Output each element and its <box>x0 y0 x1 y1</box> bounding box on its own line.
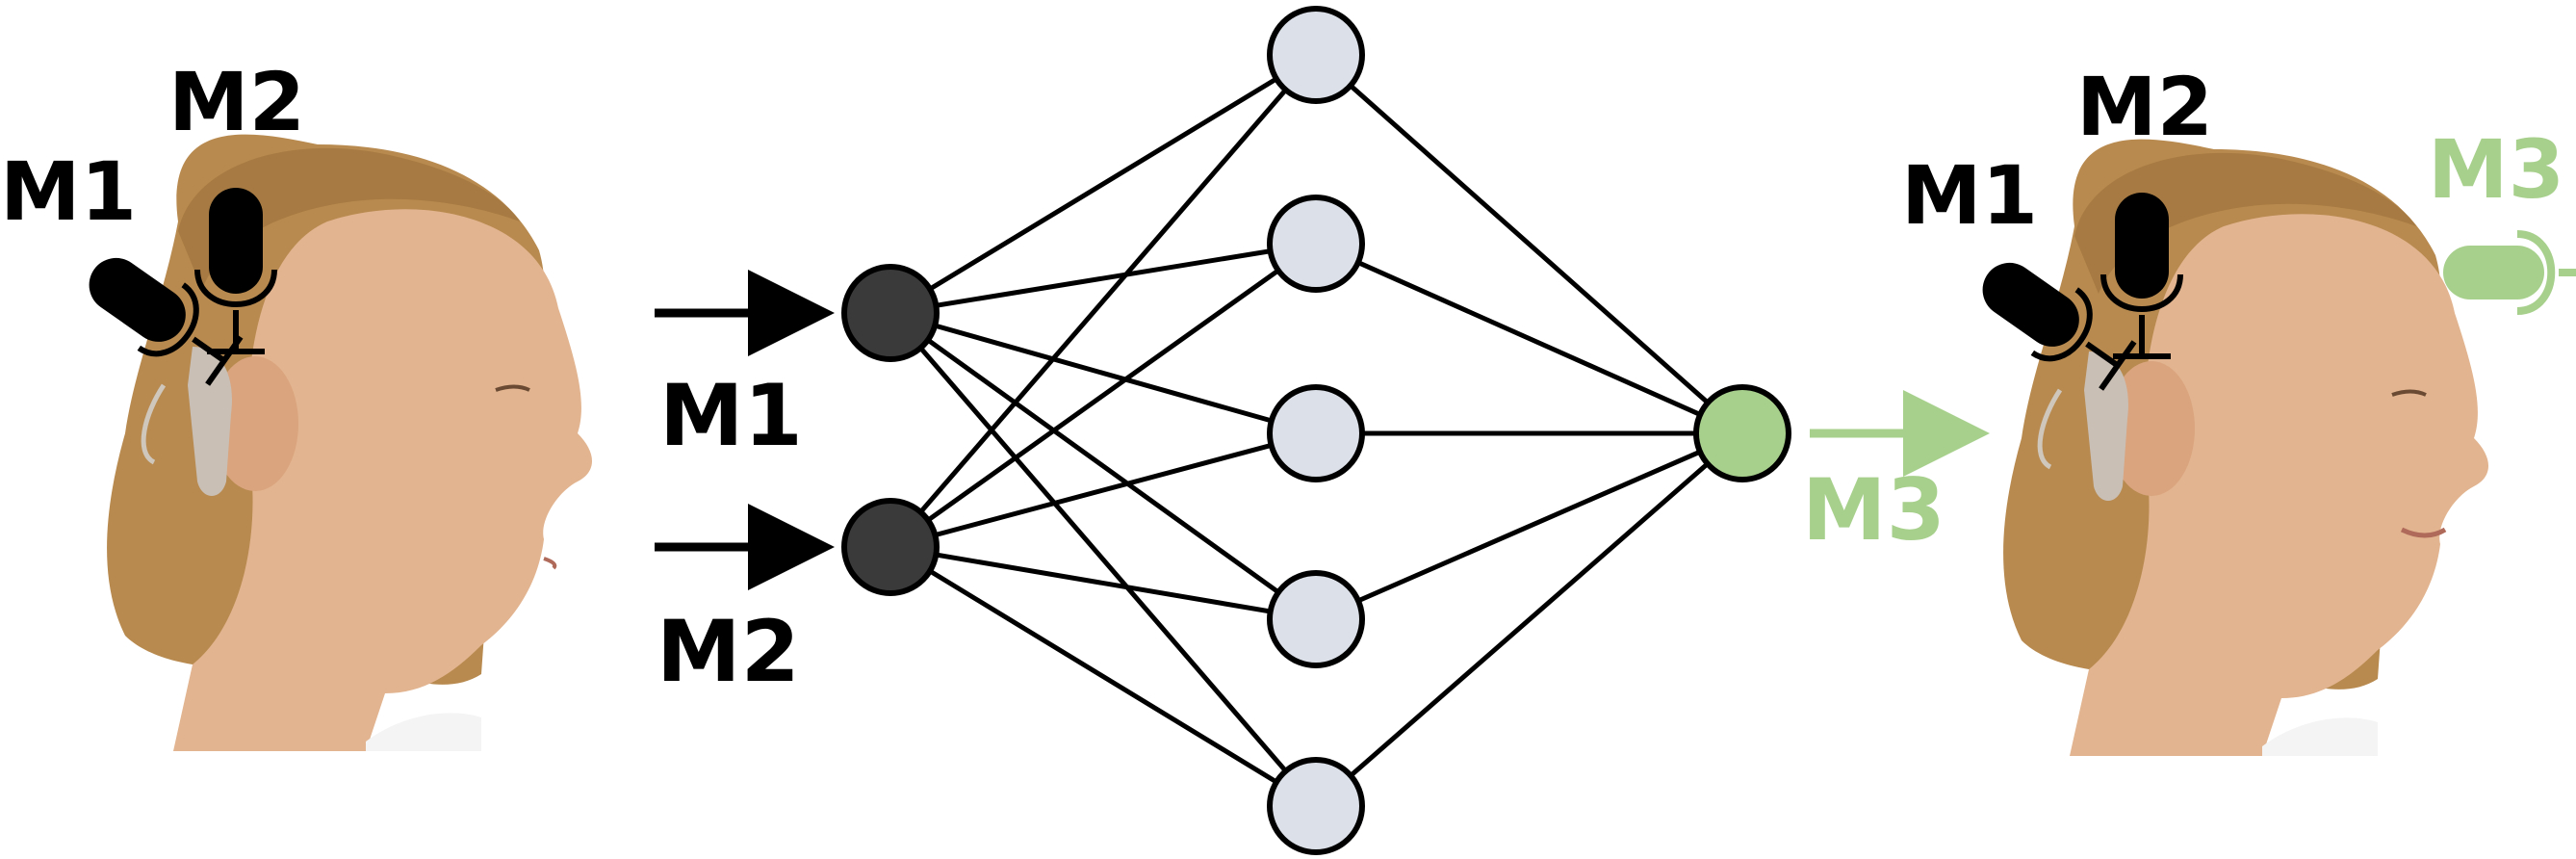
edge-input-node-2-to-hidden-node-3 <box>889 430 1317 550</box>
edge-input-node-2-to-hidden-node-4 <box>889 544 1317 622</box>
edge-input-node-2-to-hidden-node-1 <box>889 53 1318 549</box>
left-head-m1-label: M1 <box>0 144 137 239</box>
edge-input-node-1-to-hidden-node-5 <box>889 311 1318 808</box>
network-edges <box>889 52 1744 809</box>
output-label-m3: M3 <box>1802 460 1945 560</box>
edge-hidden-node-5-to-output-node-1 <box>1314 431 1744 808</box>
edge-hidden-node-4-to-output-node-1 <box>1315 430 1743 622</box>
input-label-m1: M1 <box>659 366 803 465</box>
edge-hidden-node-2-to-output-node-1 <box>1314 241 1744 436</box>
right-head-illustration <box>2003 139 2488 756</box>
hidden-node-1 <box>1267 6 1365 104</box>
right-mic-m1-icon <box>1982 262 2137 391</box>
right-mic-m2-icon <box>2100 193 2183 359</box>
hidden-node-3 <box>1267 384 1365 482</box>
input-node-1 <box>841 264 940 362</box>
hidden-node-4 <box>1267 570 1365 668</box>
edge-input-node-1-to-hidden-node-1 <box>889 52 1318 316</box>
left-head-illustration <box>107 134 592 751</box>
output-node-1 <box>1693 384 1791 482</box>
edge-input-node-1-to-hidden-node-4 <box>889 310 1318 622</box>
edge-input-node-2-to-hidden-node-2 <box>889 241 1318 550</box>
input-label-m2: M2 <box>657 602 800 701</box>
right-head-m2-label: M2 <box>2076 60 2213 154</box>
mic-m2-icon <box>194 188 277 354</box>
edge-hidden-node-1-to-output-node-1 <box>1314 53 1744 435</box>
edge-input-node-1-to-hidden-node-2 <box>889 241 1317 316</box>
edge-input-node-2-to-hidden-node-5 <box>889 544 1318 809</box>
hidden-node-5 <box>1267 757 1365 855</box>
left-head-m2-label: M2 <box>168 55 305 149</box>
edge-input-node-1-to-hidden-node-3 <box>889 310 1317 436</box>
right-head-m1-label: M1 <box>1901 148 2038 243</box>
input-node-2 <box>841 498 940 596</box>
right-head-m3-label: M3 <box>2428 122 2564 217</box>
network-nodes <box>841 6 1791 855</box>
hidden-node-2 <box>1267 195 1365 293</box>
virtual-mic-m3-icon <box>2443 230 2576 315</box>
